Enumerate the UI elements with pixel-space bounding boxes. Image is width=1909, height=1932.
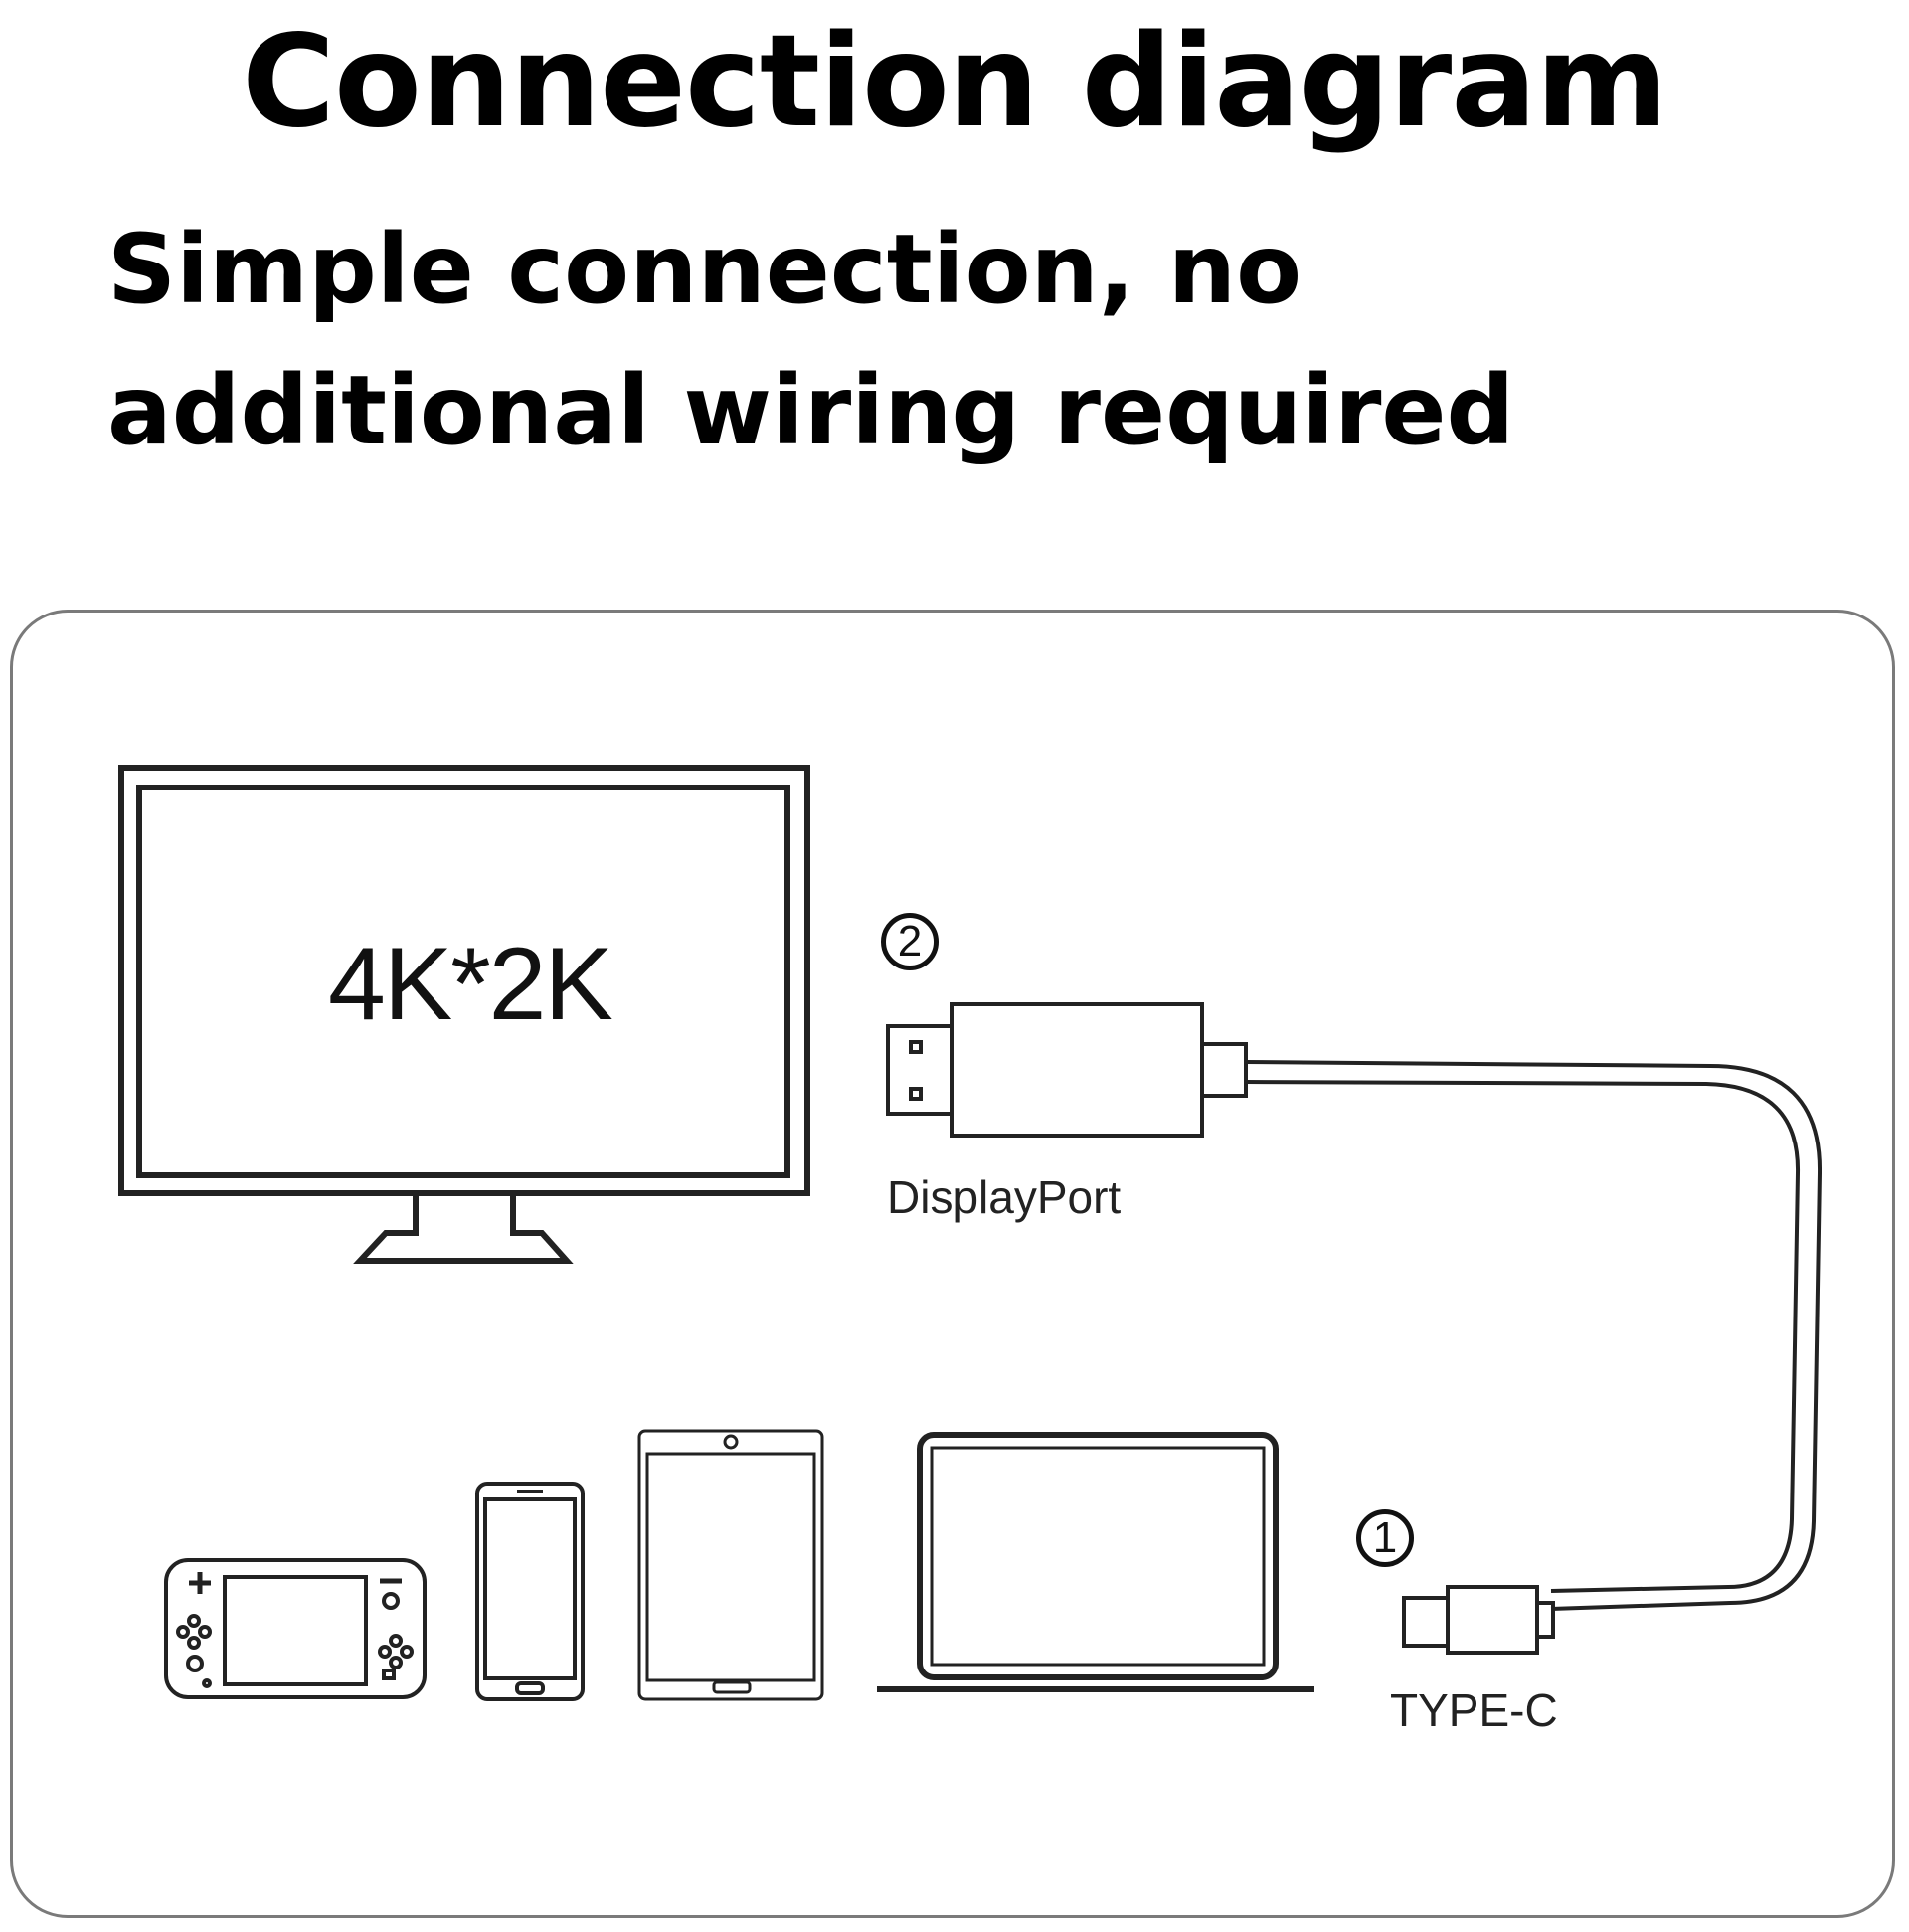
diagram-panel	[10, 610, 1895, 1918]
page-subtitle: Simple connection, no additional wiring …	[107, 214, 1515, 466]
monitor-icon	[118, 765, 810, 1264]
page-title: Connection diagram	[242, 8, 1668, 156]
monitor-resolution-label: 4K*2K	[328, 927, 613, 1042]
displayport-connector-icon	[886, 1002, 1248, 1138]
displayport-label: DisplayPort	[887, 1171, 1122, 1223]
tablet-icon	[637, 1429, 824, 1701]
cable-line	[1245, 1060, 1822, 1611]
typec-connector-icon	[1402, 1585, 1555, 1655]
step-number-2: 2	[881, 913, 939, 970]
laptop-icon	[877, 1432, 1314, 1692]
smartphone-icon	[475, 1482, 585, 1701]
step-number-1: 1	[1356, 1509, 1414, 1567]
handheld-console-icon	[164, 1558, 427, 1699]
typec-label: TYPE-C	[1390, 1684, 1558, 1736]
